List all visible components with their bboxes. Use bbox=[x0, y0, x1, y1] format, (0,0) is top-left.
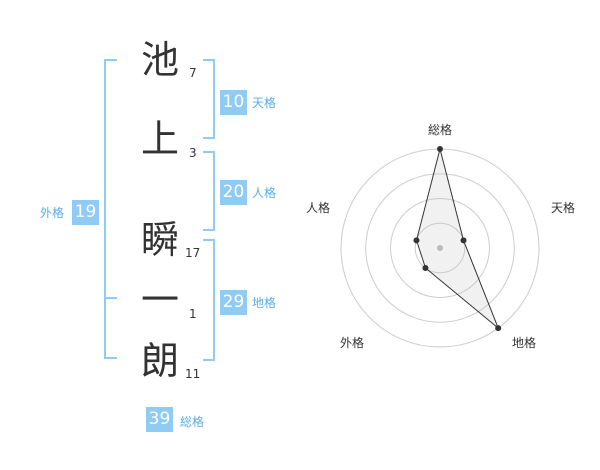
radar-center-dot bbox=[437, 245, 443, 251]
radar-axis-label-jinkaku: 人格 bbox=[305, 201, 330, 215]
tenkaku-label: 天格 bbox=[252, 96, 277, 110]
tenkaku-value-badge: 10 bbox=[220, 90, 247, 115]
stroke-count-1: 7 bbox=[189, 66, 197, 80]
gaikaku-label: 外格 bbox=[40, 206, 65, 220]
gaikaku-bracket bbox=[104, 59, 117, 359]
radar-axis-label-chikaku: 地格 bbox=[511, 336, 536, 350]
radar-ring bbox=[365, 173, 515, 323]
radar-point-2 bbox=[460, 237, 467, 244]
radar-axis-label-gaikaku: 外格 bbox=[339, 336, 364, 350]
stroke-count-5: 11 bbox=[185, 367, 201, 381]
name-char-4: 一 bbox=[140, 278, 179, 322]
radar-point-3 bbox=[495, 325, 502, 332]
name-char-1: 池 bbox=[140, 38, 179, 82]
radar-point-5 bbox=[413, 237, 420, 244]
radar-point-4 bbox=[422, 265, 429, 272]
jinkaku-label: 人格 bbox=[252, 186, 277, 200]
radar-series-polygon bbox=[415, 148, 499, 329]
jinkaku-value-badge: 20 bbox=[220, 180, 247, 205]
chikaku-value-badge: 29 bbox=[220, 290, 247, 315]
soukaku-value-badge: 39 bbox=[146, 407, 173, 432]
radar-axis-label-soukaku: 総格 bbox=[427, 123, 452, 137]
radar-axis-label-tenkaku: 天格 bbox=[550, 201, 575, 215]
radar-ring bbox=[390, 198, 490, 298]
stroke-count-2: 3 bbox=[189, 146, 197, 160]
gaikaku-value-badge: 19 bbox=[72, 200, 99, 225]
radar-point-1 bbox=[437, 146, 443, 152]
name-char-5: 朗 bbox=[140, 339, 179, 383]
jinkaku-bracket bbox=[203, 151, 215, 231]
chikaku-label: 地格 bbox=[252, 296, 277, 310]
stroke-count-4: 1 bbox=[189, 307, 197, 321]
chikaku-bracket bbox=[203, 239, 215, 361]
name-char-2: 上 bbox=[140, 117, 179, 161]
name-char-3: 瞬 bbox=[140, 218, 179, 262]
stroke-count-3: 17 bbox=[185, 246, 201, 260]
soukaku-label: 総格 bbox=[180, 415, 205, 429]
tenkaku-bracket bbox=[203, 59, 215, 139]
radar-ring bbox=[414, 222, 466, 274]
